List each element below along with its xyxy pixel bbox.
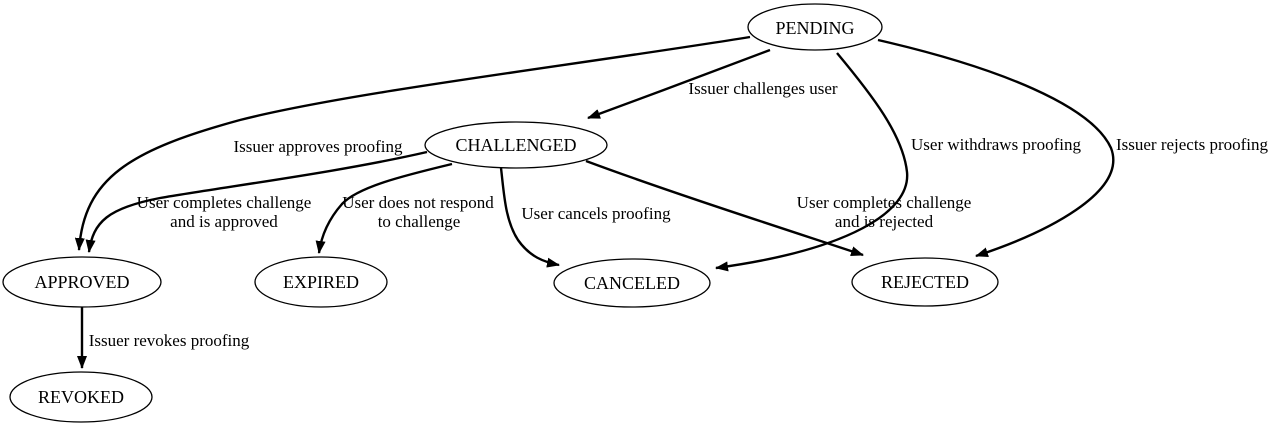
node-approved-label: APPROVED	[34, 272, 129, 292]
node-approved-shape	[2, 256, 162, 308]
edge-label-pending-rejected: Issuer rejects proofing	[1116, 135, 1269, 154]
node-rejected: REJECTED	[851, 257, 999, 307]
edge-label-challenged-rejected-line2: and is rejected	[835, 212, 934, 231]
node-pending-label: PENDING	[776, 18, 855, 38]
edge-label-approved-revoked: Issuer revokes proofing	[89, 331, 250, 350]
edge-label-challenged-canceled: User cancels proofing	[521, 204, 671, 223]
edge-label-challenged-expired-line2: to challenge	[378, 212, 461, 231]
node-challenged-shape	[424, 121, 608, 169]
edge-challenged-expired	[315, 162, 453, 254]
node-revoked-shape	[9, 371, 153, 423]
edge-label-pending-challenged: Issuer challenges user	[688, 79, 838, 98]
nodes: PENDING CHALLENGED APPROVED EXPIRED CANC…	[2, 3, 999, 423]
node-challenged-label: CHALLENGED	[456, 135, 577, 155]
edge-challenged-canceled	[499, 167, 560, 268]
node-expired-label: EXPIRED	[283, 272, 359, 292]
edge-label-challenged-expired-line1: User does not respond	[342, 193, 494, 212]
node-revoked-label: REVOKED	[38, 387, 124, 407]
node-rejected-label: REJECTED	[881, 272, 969, 292]
node-canceled-label: CANCELED	[584, 273, 680, 293]
node-challenged: CHALLENGED	[424, 121, 608, 169]
node-canceled: CANCELED	[553, 258, 711, 308]
edge-label-challenged-approved-line2: and is approved	[170, 212, 278, 231]
edge-challenged-approved	[85, 150, 428, 253]
edge-pending-challenged	[587, 48, 771, 120]
edges	[74, 35, 1115, 369]
edge-label-challenged-approved-line1: User completes challenge	[137, 193, 312, 212]
edge-pending-approved	[74, 35, 751, 251]
edge-label-challenged-rejected-line1: User completes challenge	[797, 193, 972, 212]
edge-pending-canceled	[715, 52, 909, 272]
node-approved: APPROVED	[2, 256, 162, 308]
edge-label-pending-canceled: User withdraws proofing	[911, 135, 1081, 154]
node-rejected-shape	[851, 257, 999, 307]
node-canceled-shape	[553, 258, 711, 308]
node-pending-shape	[747, 3, 883, 51]
edge-challenged-rejected	[585, 159, 864, 257]
node-expired: EXPIRED	[254, 256, 388, 308]
node-expired-shape	[254, 256, 388, 308]
node-revoked: REVOKED	[9, 371, 153, 423]
edge-label-pending-approved: Issuer approves proofing	[233, 137, 403, 156]
node-pending: PENDING	[747, 3, 883, 51]
edge-pending-rejected	[877, 38, 1115, 258]
edge-labels: Issuer challenges user Issuer approves p…	[89, 79, 1269, 350]
